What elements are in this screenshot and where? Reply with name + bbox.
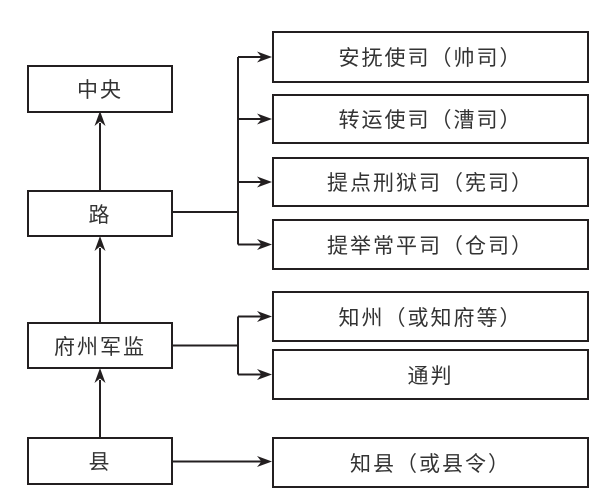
node-pacification-office: 安抚使司（帅司）: [272, 31, 589, 83]
node-prefect: 知州（或知府等）: [272, 291, 589, 342]
node-county: 县: [27, 437, 173, 485]
arrowhead-right: [257, 311, 272, 322]
arrowhead-right: [257, 369, 272, 380]
arrowhead-right: [257, 239, 272, 250]
node-central: 中央: [27, 65, 173, 113]
arrowhead-up: [94, 368, 106, 383]
node-circuit: 路: [27, 190, 173, 237]
node-granary-office: 提举常平司（仓司）: [272, 219, 589, 270]
node-judicial-office: 提点刑狱司（宪司）: [272, 157, 589, 207]
node-transport-office: 转运使司（漕司）: [272, 94, 589, 144]
arrowhead-right: [257, 113, 272, 125]
arrowhead-up: [94, 236, 106, 251]
node-magistrate: 知县（或县令）: [272, 437, 589, 488]
node-controller-general: 通判: [272, 349, 589, 400]
arrowhead-up: [94, 111, 106, 126]
arrowhead-right: [257, 176, 272, 188]
node-prefecture: 府州军监: [27, 322, 173, 369]
arrowhead-right: [257, 51, 272, 63]
arrowhead-right: [257, 456, 272, 467]
